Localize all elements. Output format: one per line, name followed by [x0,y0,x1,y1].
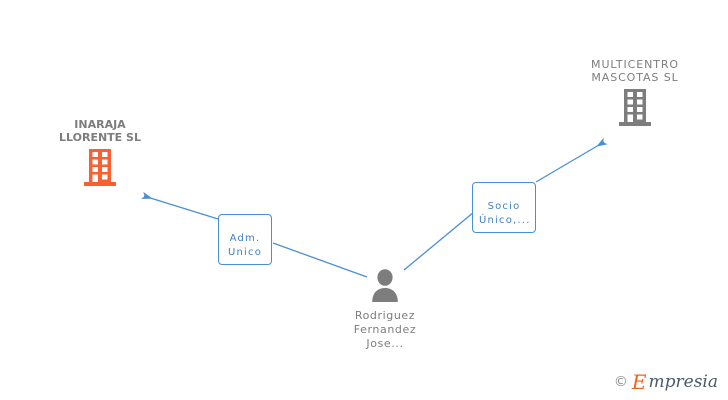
company-label-inaraja: INARAJA LLORENTE SL [59,118,141,144]
edge-role-box-socio-unico[interactable]: Socio Único,... [472,182,536,233]
person-label: Rodriguez Fernandez Jose... [353,309,417,350]
edge-role-box-adm-unico[interactable]: Adm. Unico [218,214,272,265]
company-node-inaraja[interactable]: INARAJA LLORENTE SL [38,118,162,188]
edge-line-adm-box-to-inaraja [140,191,219,220]
edge-role-label-socio-unico: Socio Único,... [479,201,531,226]
company-label-multicentro: MULTICENTRO MASCOTAS SL [591,58,679,84]
empresia-watermark: © E mpresia [614,372,718,392]
edge-role-label-adm-unico: Adm. Unico [227,233,263,258]
company-node-multicentro[interactable]: MULTICENTRO MASCOTAS SL [566,58,704,128]
person-icon [372,269,398,302]
building-icon [619,89,651,126]
brand-initial: E [631,370,647,394]
building-icon [84,149,116,186]
brand-name: mpresia [648,371,719,392]
person-node-rodriguez-fernandez[interactable]: Rodriguez Fernandez Jose... [330,268,440,351]
edge-line-persona-to-socio-box [403,211,475,271]
edge-line-socio-box-to-multicentro [535,137,608,183]
copyright-icon: © [613,374,628,390]
edge-line-persona-to-adm-box [272,242,368,278]
